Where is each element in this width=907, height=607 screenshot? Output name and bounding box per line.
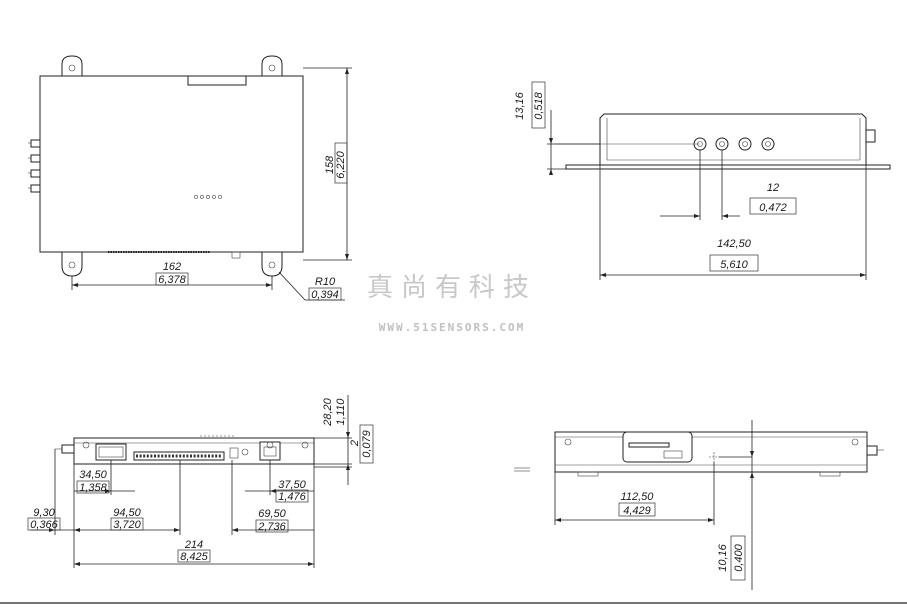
- terminal-mm: 94,50: [113, 507, 141, 519]
- right-center-in: 4,429: [623, 505, 651, 517]
- mounting-flange: [565, 164, 891, 170]
- top-width-mm: 162: [163, 261, 181, 273]
- sim-slot: [187, 75, 247, 86]
- mounting-ear-bottom-left: [61, 252, 83, 277]
- rj45-port: [259, 441, 281, 461]
- offset-in: 0,366: [30, 519, 58, 531]
- front-pitch-in: 0,472: [759, 202, 787, 214]
- side-height-mm: 28,20: [322, 397, 334, 426]
- right-height-in: 0,400: [733, 543, 745, 571]
- side-foot-in: 0,079: [361, 430, 373, 458]
- top-view: 158 6,220 162 6,378 R10 0,394: [28, 55, 352, 301]
- total-mm: 214: [184, 539, 203, 551]
- terminal-block: [133, 451, 225, 461]
- front-width-in: 5,610: [720, 259, 748, 271]
- mounting-ear-top-left: [61, 55, 83, 76]
- front-housing: [599, 113, 867, 166]
- port1-in: 1,358: [79, 482, 107, 494]
- front-width-mm: 142,50: [717, 238, 752, 250]
- side-view-left: 28,20 1,110 2 0,079 34,50 1,358 37,50 1,…: [27, 395, 374, 568]
- watermark-url: WWW.51SENSORS.COM: [379, 321, 526, 334]
- port2-mm: 37,50: [278, 479, 306, 491]
- right-center-mm: 112,50: [621, 491, 655, 503]
- rj45-mm: 69,50: [258, 508, 286, 520]
- top-height-mm: 158: [324, 155, 336, 174]
- radius-in: 0,394: [311, 289, 339, 301]
- port1-mm: 34,50: [79, 469, 107, 481]
- side-view-right: 10,16 0,400 112,50 4,429: [514, 420, 884, 590]
- side-foot-mm: 2: [349, 440, 361, 447]
- front-view: 13,16 0,518 12 0,472 142,50 5,610: [514, 81, 891, 280]
- offset-mm: 9,30: [33, 507, 55, 519]
- top-width-in: 6,378: [158, 274, 186, 286]
- mounting-ear-top-right: [261, 55, 283, 76]
- side-height-in: 1,110: [335, 398, 347, 426]
- total-in: 8,425: [180, 551, 208, 563]
- status-leds: [194, 195, 222, 199]
- port2-in: 1,476: [278, 491, 306, 503]
- antenna-connectors: [28, 139, 41, 193]
- front-pitch-mm: 12: [767, 182, 779, 194]
- watermark-brand: 真尚有科技: [367, 273, 537, 303]
- top-height-in: 6,220: [335, 150, 347, 178]
- terminal-in: 3,720: [113, 519, 141, 531]
- port-block-left: [95, 443, 127, 461]
- front-topgap-in: 0,518: [533, 91, 545, 119]
- radius-mm: R10: [315, 276, 336, 288]
- front-topgap-mm: 13,16: [514, 91, 526, 119]
- right-side-housing: [554, 431, 868, 473]
- housing-outline: [39, 75, 304, 253]
- sma-connectors: [693, 137, 775, 151]
- rj45-in: 2,736: [257, 521, 286, 533]
- right-height-mm: 10,16: [717, 543, 729, 571]
